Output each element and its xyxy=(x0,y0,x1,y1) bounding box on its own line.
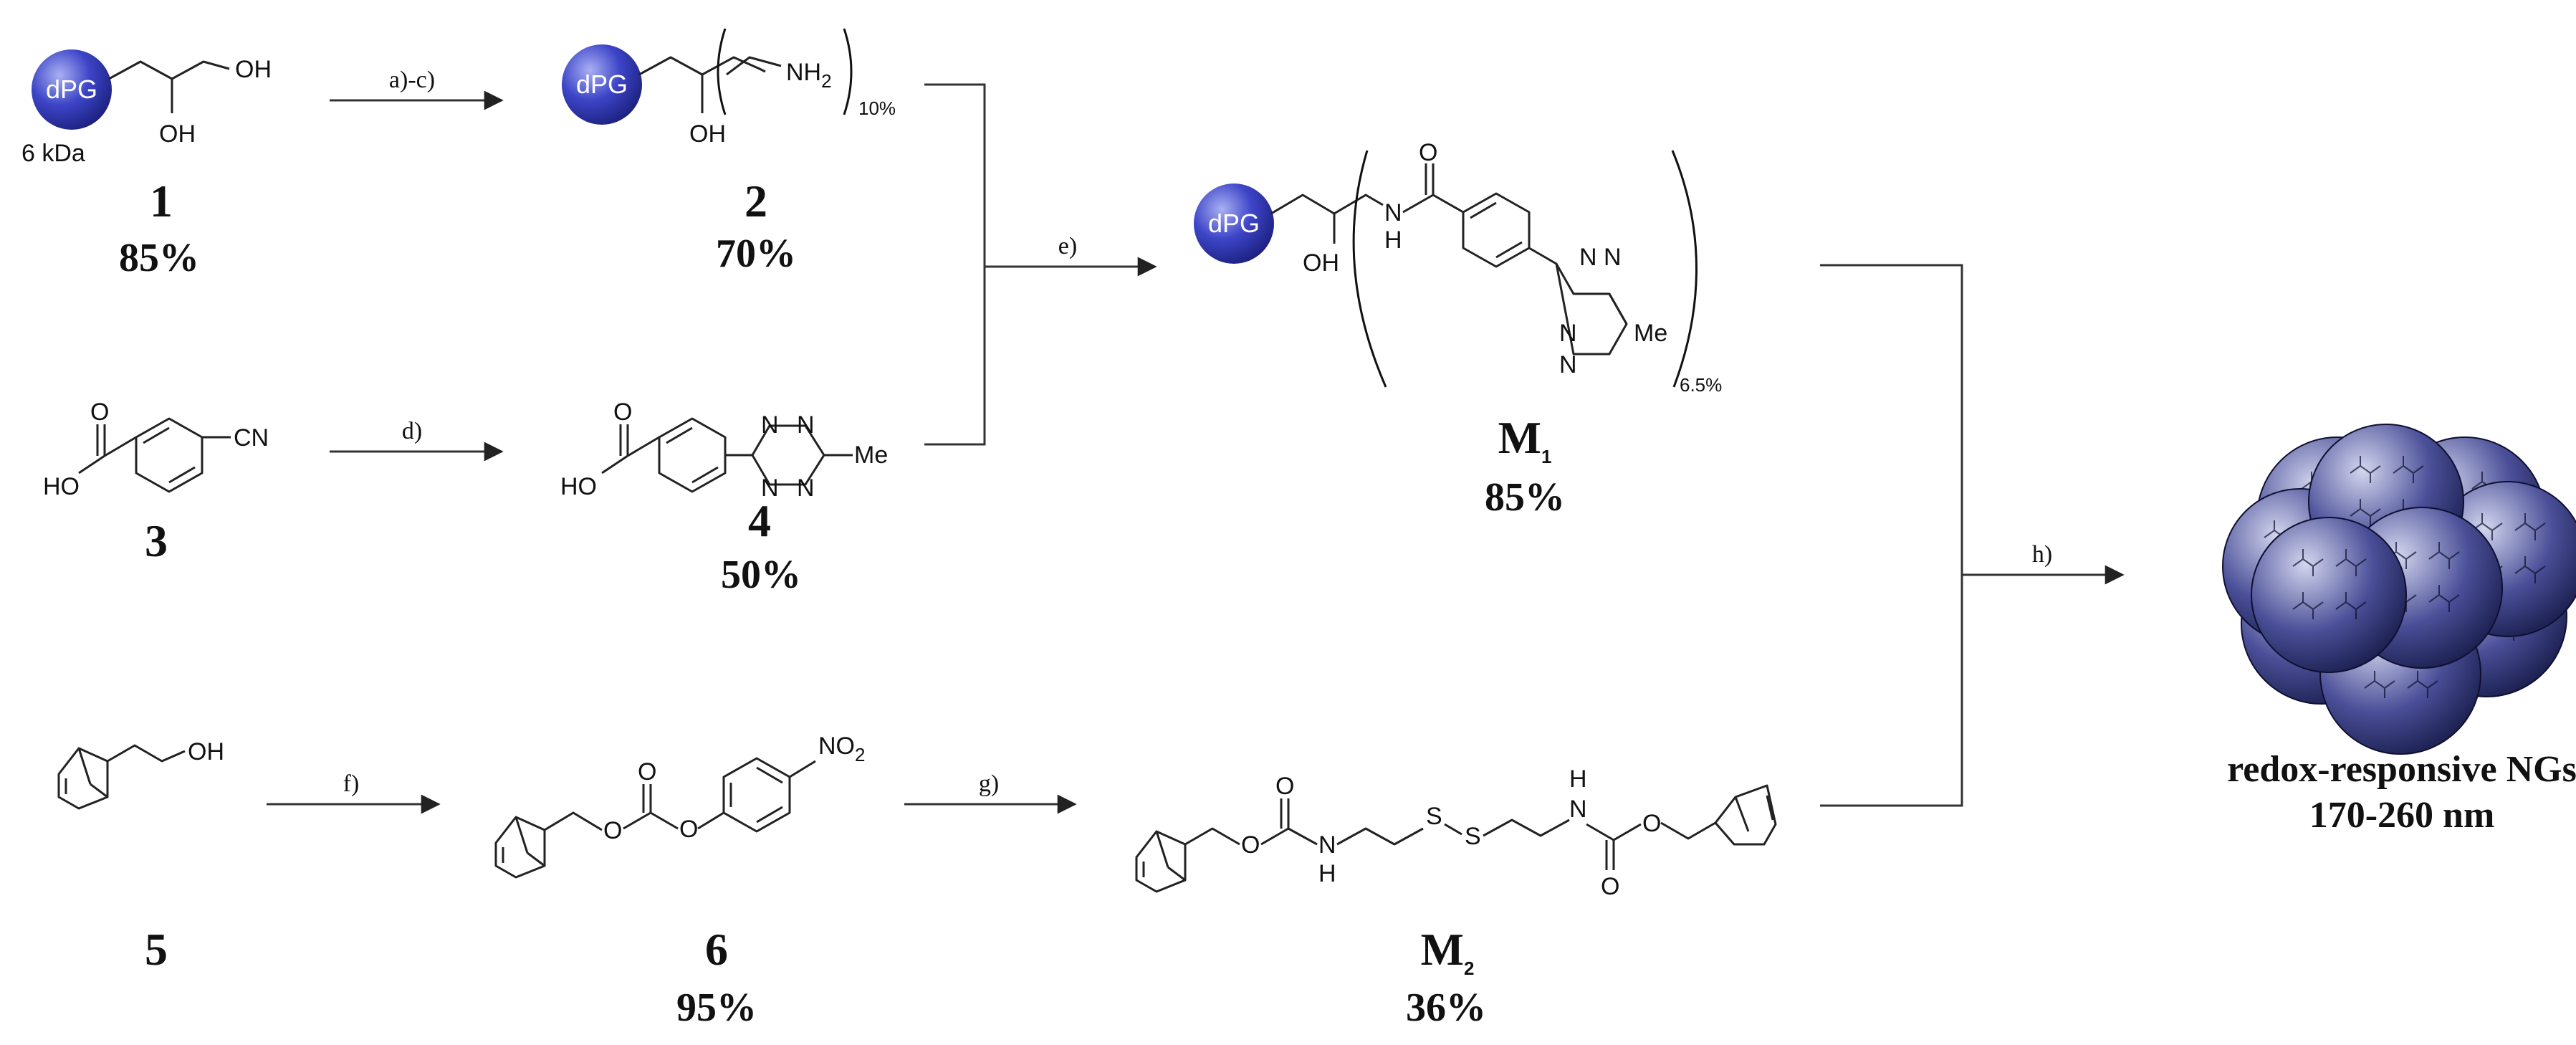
hydroxyl-label: HO xyxy=(43,473,80,500)
nitrogen-label: N xyxy=(797,411,815,439)
compound-number: M1 xyxy=(1498,412,1552,467)
dpg-bead xyxy=(562,44,642,125)
nitrogen-label: N xyxy=(1318,831,1336,859)
hydroxyl-label: OH xyxy=(235,56,272,83)
hydroxyl-label: OH xyxy=(1303,249,1339,277)
sulfur-label: S xyxy=(1465,823,1481,850)
compound-yield: 36% xyxy=(1406,986,1486,1030)
nanogel-sphere xyxy=(2251,517,2407,673)
compound-6: O O O NO2 6 95% xyxy=(494,733,865,1030)
bead-label: dPG xyxy=(576,70,628,99)
arrow-step-f: f) xyxy=(267,770,441,814)
nitrogen-label: N xyxy=(1384,199,1402,226)
compound-2: dPG NH2 10% OH 2 70% xyxy=(562,28,896,276)
compound-yield: 50% xyxy=(721,553,801,597)
compound-yield: 85% xyxy=(1485,475,1565,520)
oxygen-label: O xyxy=(1241,831,1260,859)
condition-label: h) xyxy=(2032,541,2052,568)
hydrogen-label: H xyxy=(1384,226,1402,254)
dpg-bead xyxy=(32,49,112,130)
bead-label: dPG xyxy=(46,75,97,104)
hydroxyl-label: OH xyxy=(689,120,726,148)
oxygen-label: O xyxy=(1419,139,1437,166)
oxygen-label: O xyxy=(1642,810,1661,837)
compound-number: 5 xyxy=(145,924,168,975)
nitrogen-label: N xyxy=(1604,244,1622,271)
dpg-bead xyxy=(1194,183,1274,264)
compound-number: 1 xyxy=(150,176,173,226)
dendritic-branch xyxy=(2292,549,2367,619)
sulfur-label: S xyxy=(1426,803,1442,830)
product-size: 170-260 nm xyxy=(2309,795,2495,836)
methyl-label: Me xyxy=(854,442,888,469)
compound-5: OH 5 xyxy=(57,738,224,975)
nitrogen-label: N xyxy=(1559,351,1577,378)
hydrogen-label: H xyxy=(1569,765,1587,793)
condition-label: e) xyxy=(1058,233,1077,259)
compound-number: M2 xyxy=(1421,924,1475,979)
compound-4: O HO N N N N Me 4 50% xyxy=(560,399,888,597)
arrow-step-a-c: a)-c) xyxy=(330,67,504,110)
arrow-step-g: g) xyxy=(904,770,1077,814)
molar-mass: 6 kDa xyxy=(21,140,85,167)
compound-yield: 85% xyxy=(119,236,199,280)
compound-number: 6 xyxy=(705,924,728,975)
condition-label: f) xyxy=(343,770,360,797)
monomer-m1: dPG OH N H O N N N N Me 6.5% M1 85% xyxy=(1194,139,1722,520)
methyl-label: Me xyxy=(1634,320,1667,347)
nanogel-cluster xyxy=(2222,424,2576,755)
oxygen-label: O xyxy=(638,758,656,786)
compound-number: 2 xyxy=(744,176,767,226)
compound-number: 4 xyxy=(748,495,771,546)
condition-label: g) xyxy=(979,770,999,797)
nitro-label: NO2 xyxy=(818,733,865,765)
oxygen-label: O xyxy=(603,817,622,844)
hydroxyl-label: HO xyxy=(560,473,597,500)
nitrogen-label: N xyxy=(761,411,779,439)
oxygen-label: O xyxy=(613,399,632,426)
hydroxyl-label: OH xyxy=(159,120,196,148)
oxygen-label: O xyxy=(1275,773,1294,800)
loading-subscript: 10% xyxy=(858,97,896,119)
oxygen-label: O xyxy=(90,399,109,426)
nitrogen-label: N xyxy=(1559,320,1577,347)
compound-number: 3 xyxy=(145,515,168,566)
merge-bracket-e: e) xyxy=(924,83,1157,446)
arrow-step-d: d) xyxy=(330,418,504,462)
monomer-m2: O O N H S S N H O O M2 36% xyxy=(1135,765,1777,1030)
compound-1: dPG OH OH 6 kDa 1 85% xyxy=(21,49,272,280)
compound-3: O HO CN 3 xyxy=(43,399,269,566)
oxygen-label: O xyxy=(679,816,698,843)
bead-label: dPG xyxy=(1208,209,1260,238)
hydroxyl-label: OH xyxy=(188,738,224,765)
merge-bracket-h: h) xyxy=(1820,264,2125,807)
nitrogen-label: N xyxy=(1569,796,1587,823)
compound-yield: 70% xyxy=(716,232,796,276)
product-title: redox-responsive NGs xyxy=(2227,749,2576,790)
nitrogen-label: N xyxy=(1579,244,1597,271)
condition-label: d) xyxy=(402,418,422,444)
hydrogen-label: H xyxy=(1318,860,1336,887)
condition-label: a)-c) xyxy=(389,67,435,93)
nitrile-label: CN xyxy=(234,424,269,452)
loading-subscript: 6.5% xyxy=(1680,374,1722,396)
compound-yield: 95% xyxy=(676,986,757,1030)
nitrogen-label: N xyxy=(761,474,779,502)
oxygen-label: O xyxy=(1601,873,1619,900)
amine-label: NH2 xyxy=(786,59,832,92)
nitrogen-label: N xyxy=(797,474,815,502)
